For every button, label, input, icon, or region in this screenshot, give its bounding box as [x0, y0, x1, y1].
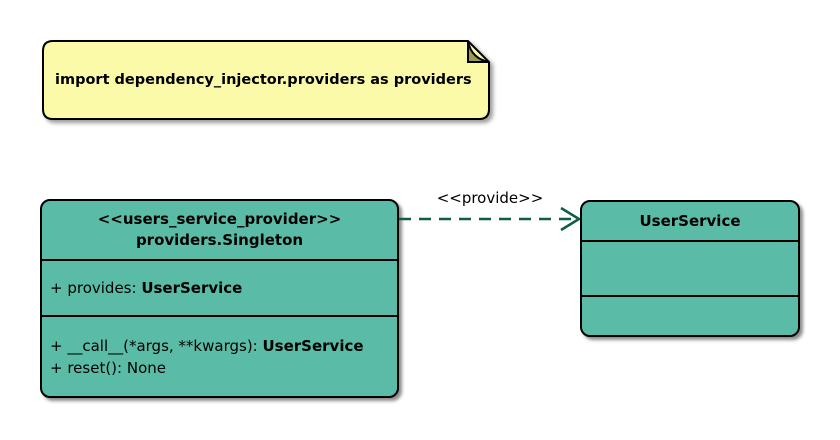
note-text: import dependency_injector.providers as …	[55, 72, 472, 88]
method-text: + reset(): None	[50, 358, 166, 377]
class-header: <<users_service_provider>> providers.Sin…	[42, 201, 397, 259]
class-providers-singleton: <<users_service_provider>> providers.Sin…	[40, 199, 399, 398]
provide-arrow	[399, 206, 582, 232]
method-text: + __call__(*args, **kwargs):	[50, 336, 263, 355]
class-methods-section: + __call__(*args, **kwargs): UserService…	[42, 315, 397, 396]
note-shape	[42, 40, 490, 120]
attribute-line: + provides: UserService	[50, 277, 397, 299]
class-userservice: UserService	[580, 200, 800, 337]
arrow-label: <<provide>>	[436, 189, 544, 207]
note-fold-icon	[467, 40, 490, 63]
attribute-text: + provides:	[50, 279, 142, 297]
arrowhead-icon	[560, 206, 582, 232]
attribute-type: UserService	[141, 279, 243, 297]
class-name: UserService	[639, 211, 741, 230]
method-line: + __call__(*args, **kwargs): UserService	[50, 335, 397, 357]
class-attributes-section: + provides: UserService	[42, 259, 397, 315]
method-return-type: UserService	[262, 336, 364, 355]
class-name: providers.Singleton	[135, 231, 304, 249]
class-methods-section	[582, 295, 798, 335]
class-attributes-section	[582, 240, 798, 295]
import-note: import dependency_injector.providers as …	[42, 40, 490, 120]
class-header: UserService	[582, 202, 798, 240]
class-stereotype: <<users_service_provider>>	[97, 210, 342, 228]
method-line: + reset(): None	[50, 357, 397, 379]
